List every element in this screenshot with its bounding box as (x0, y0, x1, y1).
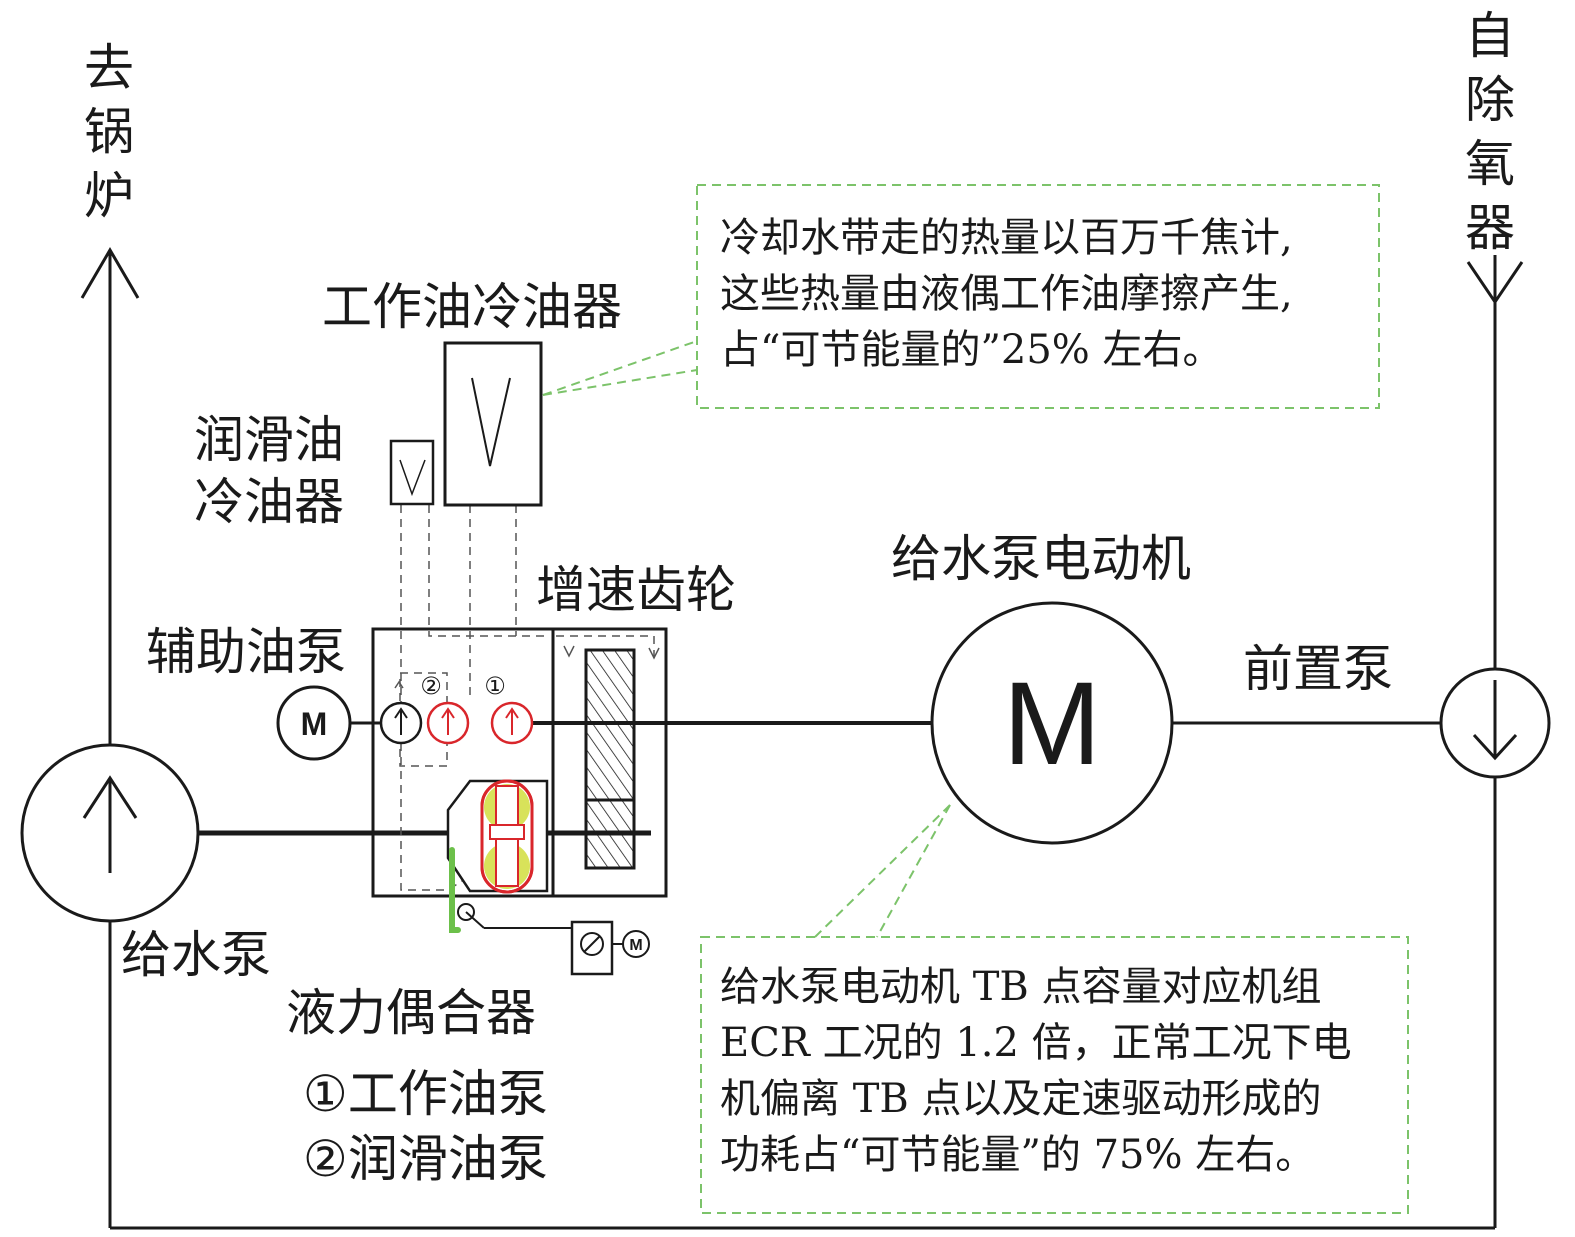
feed-pump-motor-symbol: M (930, 601, 1174, 845)
bottom-note-line-2: ECR 工况的 1.2 倍，正常工况下电 (720, 1020, 1352, 1066)
working-oil-pump-symbol (490, 701, 534, 745)
legend-lube-oil-pump: ②润滑油泵 (303, 1130, 548, 1188)
fluid-coupling-label: 液力偶合器 (286, 984, 536, 1042)
speed-up-gear-wheel (584, 648, 636, 870)
to-boiler-arrow (80, 247, 140, 299)
feedwater-piping (108, 250, 1497, 1230)
working-oil-pump-mark: ① (484, 672, 506, 700)
gear-oil-arrows (563, 645, 660, 660)
feed-pump-symbol (20, 743, 200, 923)
booster-pump-symbol (1439, 667, 1551, 779)
speed-up-gear-label: 增速齿轮 (536, 561, 736, 619)
speed-up-gear-housing (551, 627, 668, 898)
lube-oil-cooler-symbol (389, 439, 435, 506)
actuator-motor-M: M (629, 937, 642, 954)
lube-oil-pump-symbol (426, 701, 470, 745)
top-note-line-2: 这些热量由液偶工作油摩擦产生, (720, 271, 1293, 317)
lube-oil-cooler-label-line2: 冷油器 (194, 473, 344, 531)
to-boiler-label: 去锅炉 (84, 39, 134, 225)
aux-oil-pump-motor: M (276, 685, 352, 761)
callout-top (542, 184, 1380, 409)
scoop-tube (449, 847, 461, 933)
scoop-actuator-linkage: M (457, 903, 650, 976)
legend-working-oil-pump: ①工作油泵 (303, 1065, 548, 1123)
feed-pump-motor-label: 给水泵电动机 (891, 530, 1191, 588)
aux-motor-M: M (301, 706, 328, 742)
oil-lines (399, 505, 655, 891)
callout-bottom (700, 804, 1409, 1214)
from-deaerator-arrow (1466, 261, 1524, 305)
from-deaerator-label: 自除氧器 (1465, 7, 1515, 257)
working-oil-cooler-symbol (443, 341, 543, 507)
aux-oil-pump-label: 辅助油泵 (146, 623, 346, 681)
bottom-note-line-1: 给水泵电动机 TB 点容量对应机组 (720, 964, 1322, 1010)
aux-oil-pump-symbol (379, 680, 423, 745)
booster-pump-label: 前置泵 (1243, 640, 1393, 698)
feed-pump-label: 给水泵 (121, 926, 271, 984)
lube-oil-cooler-label-line1: 润滑油 (194, 411, 344, 469)
lube-oil-pump-mark: ② (420, 672, 442, 700)
top-note-line-1: 冷却水带走的热量以百万千焦计, (720, 215, 1293, 261)
bottom-note-line-3: 机偏离 TB 点以及定速驱动形成的 (720, 1076, 1322, 1122)
working-oil-cooler-label: 工作油冷油器 (322, 278, 622, 336)
top-note-line-3: 占“可节能量的”25% 左右。 (720, 327, 1223, 373)
feed-pump-motor-M: M (1003, 658, 1101, 790)
coupling-runner (446, 779, 549, 894)
bottom-note-line-4: 功耗占“可节能量”的 75% 左右。 (720, 1132, 1316, 1178)
